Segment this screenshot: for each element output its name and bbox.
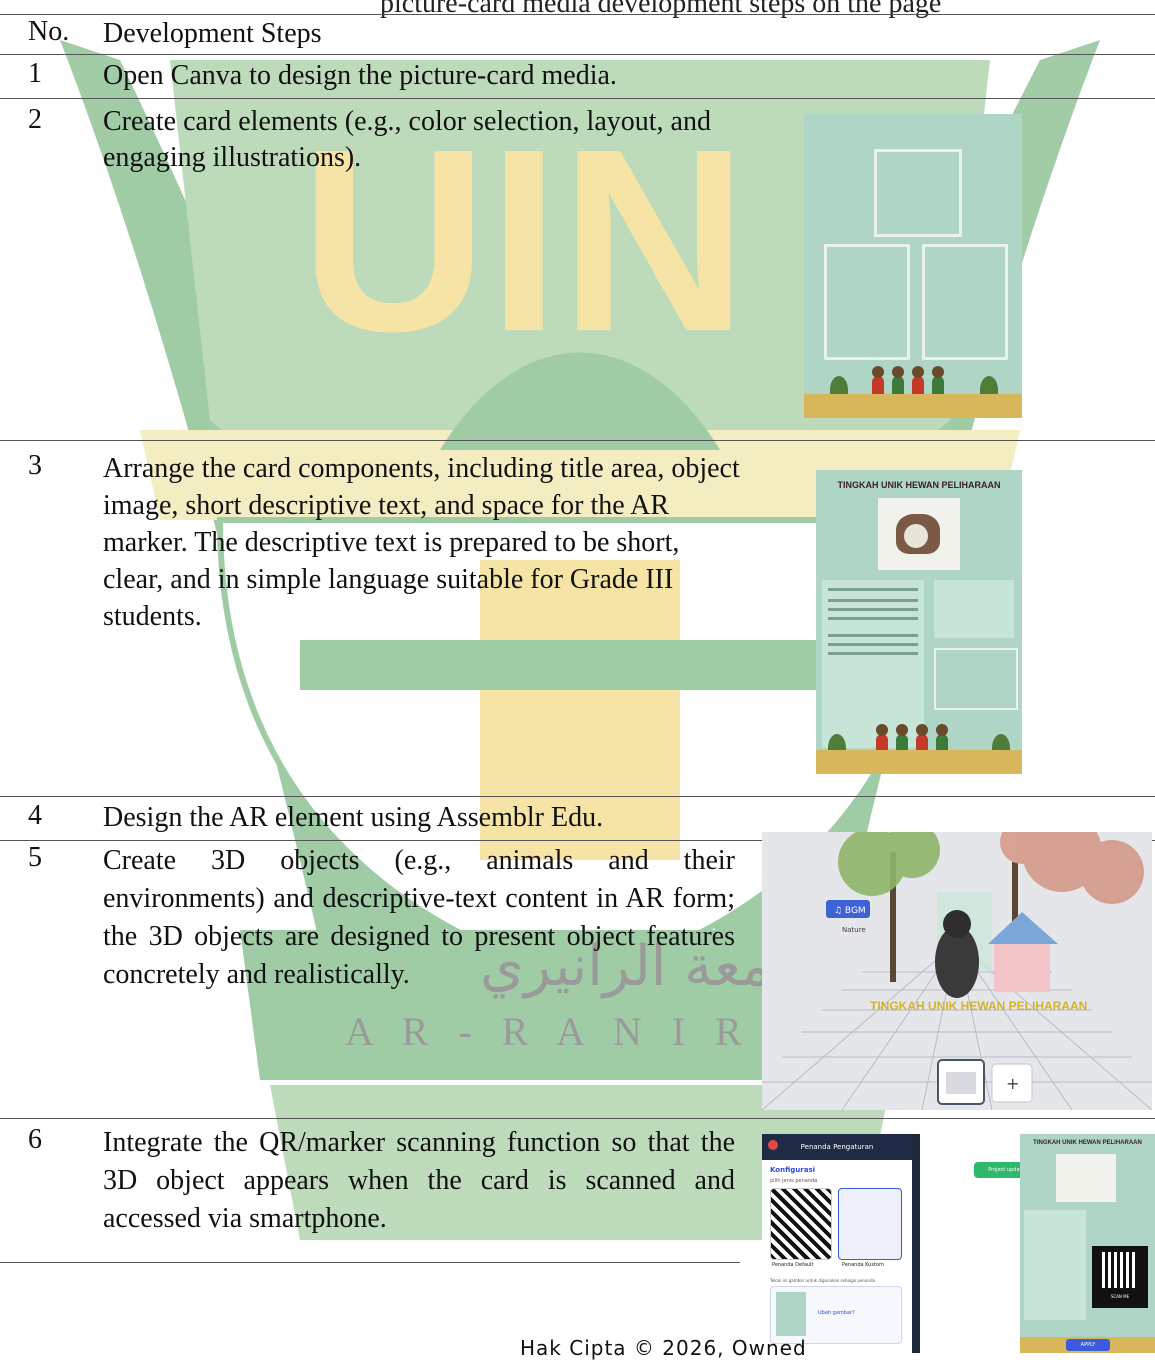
- row-2-step: Create card elements (e.g., color select…: [103, 106, 711, 173]
- copyright-footer: Hak Cipta © 2026, Owned: [520, 1336, 807, 1360]
- scan-me-label: SCAN ME: [1110, 1294, 1130, 1299]
- cat-photo: [878, 498, 960, 570]
- row-6-step: Integrate the QR/marker scanning functio…: [103, 1127, 735, 1234]
- row-5-no: 5: [28, 842, 42, 873]
- row-2-rule: [0, 440, 1155, 441]
- card-template-image: [804, 114, 1022, 418]
- ar-grid-scene: ♫ BGM Nature TINGKAH UNIK HEWAN PELIHARA…: [762, 832, 1152, 1110]
- marker-panel-title: Penanda Pengaturan: [762, 1134, 912, 1160]
- description-panel: [822, 580, 924, 748]
- marker-panel: Penanda Pengaturan Konfigurasi pilih jen…: [762, 1134, 912, 1353]
- row-3-rule: [0, 796, 1155, 797]
- header-steps: Development Steps: [103, 18, 322, 49]
- marker-label: pilih jenis penanda: [770, 1178, 818, 1184]
- ar-bgm-pill: ♫ BGM: [834, 906, 866, 916]
- svg-text:UIN: UIN: [300, 96, 748, 386]
- row-5-rule: [0, 1118, 1155, 1119]
- row-5-step: Create 3D objects (e.g., animals and the…: [103, 845, 735, 990]
- table-caption: picture-card media development steps on …: [380, 0, 942, 19]
- header-no: No.: [28, 16, 70, 47]
- marker-change-link[interactable]: Ubah gambar?: [818, 1310, 855, 1316]
- ar-add-button: +: [1006, 1074, 1019, 1093]
- marker-upload-hint: Tekan ini gambar untuk digunakan sebagai…: [770, 1278, 875, 1283]
- apply-button[interactable]: APPLY: [1066, 1339, 1110, 1351]
- row-4-no: 4: [28, 800, 42, 831]
- table-top-rule: [0, 14, 1155, 15]
- header-rule: [0, 54, 1155, 55]
- filled-card-image: TINGKAH UNIK HEWAN PELIHARAAN: [816, 470, 1022, 774]
- svg-text:A R - R A N I R Y: A R - R A N I R Y: [345, 1009, 809, 1054]
- card-title-text: TINGKAH UNIK HEWAN PELIHARAAN: [837, 480, 1001, 490]
- preview-panel: Project updated! TINGKAH UNIK HEWAN PELI…: [920, 1134, 1155, 1353]
- table-bottom-rule: [0, 1262, 740, 1263]
- ar-scene-screenshot: ♫ BGM Nature TINGKAH UNIK HEWAN PELIHARA…: [762, 832, 1152, 1110]
- row-1-step: Open Canva to design the picture-card me…: [103, 60, 617, 91]
- marker-settings-screenshot: Penanda Pengaturan Konfigurasi pilih jen…: [762, 1134, 1155, 1353]
- marker-custom-label: Penanda Kustom: [842, 1262, 884, 1268]
- row-3-step: Arrange the card components, including t…: [103, 453, 740, 632]
- ar-scene-title: TINGKAH UNIK HEWAN PELIHARAAN: [870, 999, 1087, 1013]
- marker-section: Konfigurasi: [770, 1166, 816, 1174]
- row-1-rule: [0, 98, 1155, 99]
- preview-card-title: TINGKAH UNIK HEWAN PELIHARAAN: [1033, 1140, 1142, 1146]
- row-3-no: 3: [28, 450, 42, 481]
- row-2-no: 2: [28, 104, 42, 135]
- row-4-step: Design the AR element using Assemblr Edu…: [103, 802, 604, 833]
- row-4-rule: [0, 840, 1155, 841]
- ar-sub-label: Nature: [842, 926, 866, 934]
- row-6-no: 6: [28, 1124, 42, 1155]
- marker-default-label: Penanda Default: [772, 1262, 814, 1268]
- row-1-no: 1: [28, 58, 42, 89]
